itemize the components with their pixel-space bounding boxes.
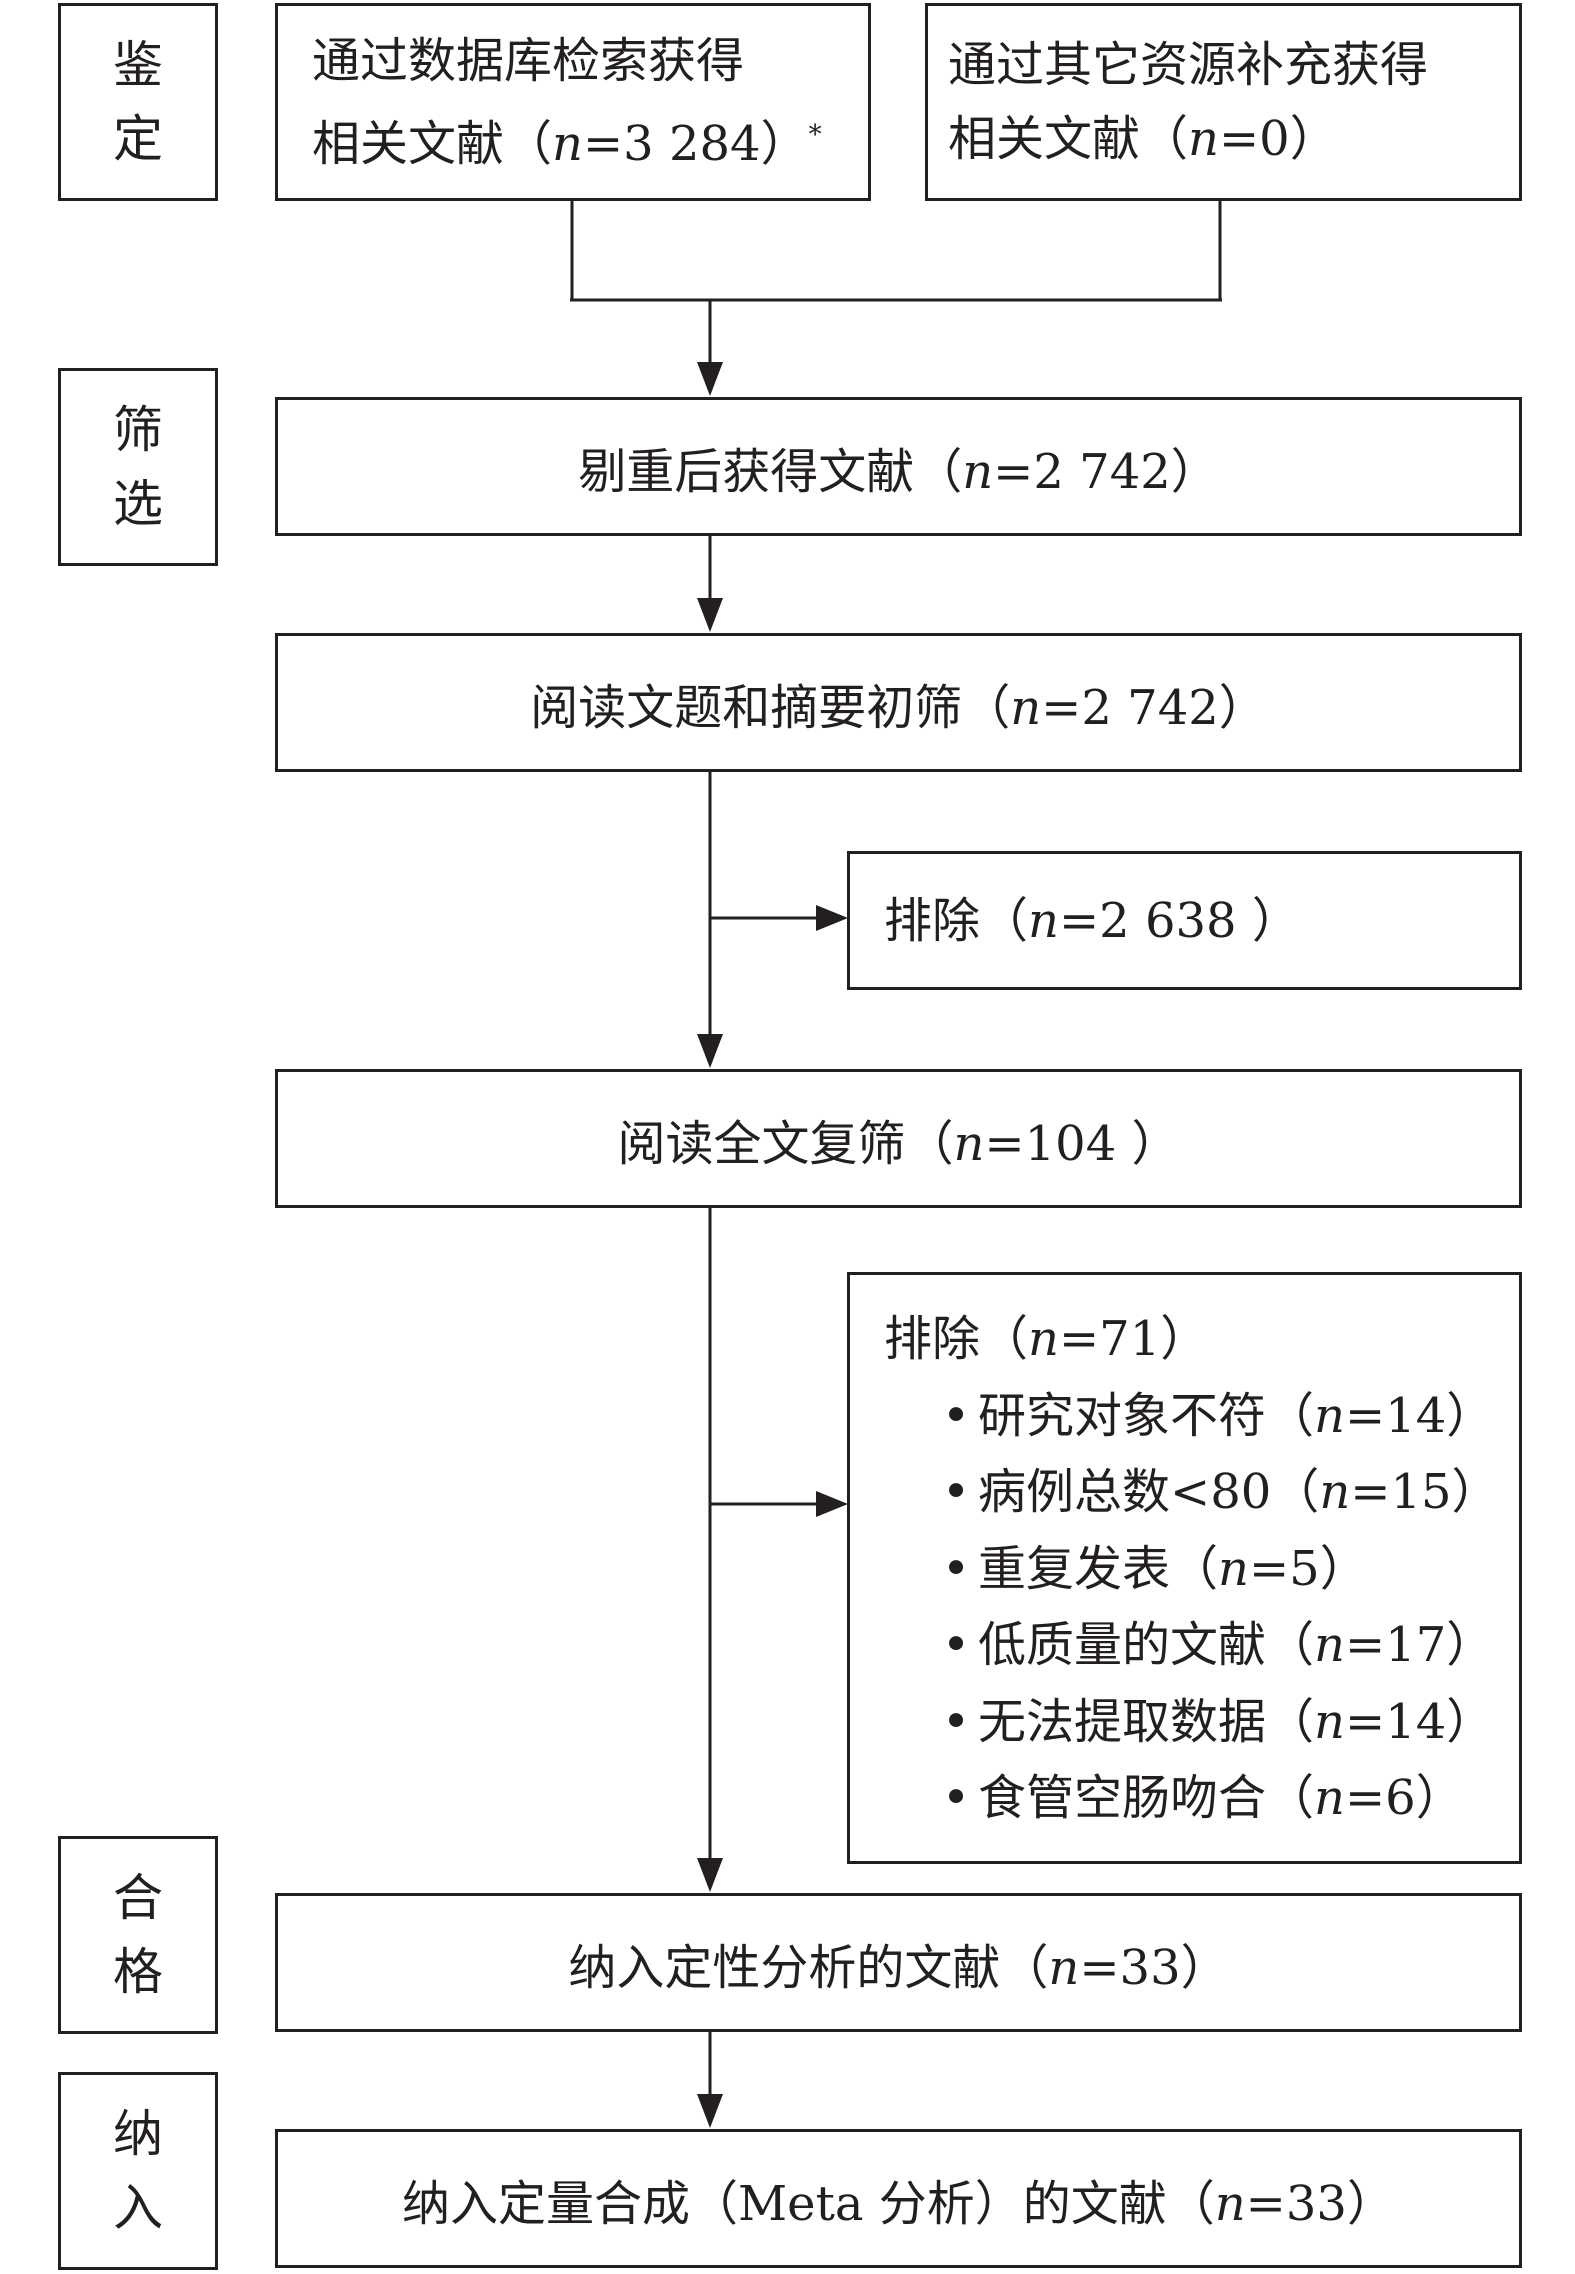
bullet-icon: • (941, 1387, 971, 1444)
excluded-2-prefix: 排除（ (884, 1311, 1029, 1367)
excluded-2-n-symbol: n (1028, 1311, 1059, 1367)
other-sources-line-1: 通过其它资源补充获得 (948, 37, 1429, 93)
database-n-symbol: n (552, 115, 583, 172)
exclusion-reason-item: •病例总数<80（n=15） (884, 1454, 1519, 1531)
excluded-1-count: =2 638 ） (1058, 892, 1300, 949)
exclusion-reason-n-symbol: n (1314, 1617, 1345, 1673)
exclusion-reason-label: 低质量的文献（ (978, 1617, 1315, 1673)
stage-identification: 鉴 定 (58, 3, 218, 201)
title-abstract-screening-box: 阅读文题和摘要初筛（n=2 742） (275, 633, 1522, 772)
stage-included-char-1: 纳 (113, 2105, 163, 2163)
qualitative-prefix: 纳入定性分析的文献（ (568, 1939, 1049, 1996)
after-dedup-count: =2 742） (993, 443, 1219, 500)
fulltext-text: 阅读全文复筛（n=104 ） (617, 1104, 1179, 1174)
excluded-2-header: 排除（n=71） (884, 1301, 1519, 1378)
stage-eligibility-char-1: 合 (113, 1869, 163, 1927)
bullet-icon: • (941, 1693, 971, 1750)
meta-count: =33） (1245, 2175, 1395, 2232)
arrowhead-meta (697, 2094, 723, 2128)
exclusion-reason-item: •食管空肠吻合（n=6） (884, 1760, 1519, 1837)
fulltext-count: =104 ） (984, 1115, 1180, 1172)
exclusion-reason-label: 食管空肠吻合（ (978, 1770, 1315, 1826)
title-abstract-n-symbol: n (1010, 679, 1042, 736)
excluded-1-text: 排除（n=2 638 ） (884, 883, 1519, 959)
fulltext-screening-box: 阅读全文复筛（n=104 ） (275, 1069, 1522, 1208)
arrowhead-qualitative (697, 1858, 723, 1892)
title-abstract-count: =2 742） (1041, 679, 1267, 736)
stage-screening-char-1: 筛 (113, 401, 163, 459)
exclusion-reason-label: 研究对象不符（ (978, 1387, 1315, 1444)
exclusion-reason-n-symbol: n (1314, 1387, 1345, 1444)
excluded-2-box: 排除（n=71） •研究对象不符（n=14） •病例总数<80（n=15） •重… (847, 1272, 1522, 1864)
exclusion-reason-count: =17） (1344, 1617, 1495, 1673)
meta-analysis-box: 纳入定量合成（Meta 分析）的文献（n=33） (275, 2129, 1522, 2268)
after-dedup-text: 剔重后获得文献（n=2 742） (578, 432, 1219, 502)
exclusion-reason-count: =6） (1344, 1770, 1464, 1826)
qualitative-n-symbol: n (1048, 1939, 1080, 1996)
exclusion-reason-item: •研究对象不符（n=14） (884, 1378, 1519, 1455)
title-abstract-prefix: 阅读文题和摘要初筛（ (530, 679, 1011, 736)
stage-identification-char-2: 定 (113, 110, 163, 168)
exclusion-reason-label: 无法提取数据（ (978, 1693, 1315, 1750)
meta-prefix: 纳入定量合成（Meta 分析）的文献（ (402, 2175, 1215, 2232)
after-dedup-box: 剔重后获得文献（n=2 742） (275, 397, 1522, 536)
excluded-2-count: =71） (1058, 1311, 1209, 1367)
database-line-2-prefix: 相关文献（ (312, 115, 553, 172)
qualitative-synthesis-box: 纳入定性分析的文献（n=33） (275, 1893, 1522, 2032)
qualitative-count: =33） (1079, 1939, 1229, 1996)
bullet-icon: • (941, 1540, 971, 1597)
stage-eligibility: 合 格 (58, 1836, 218, 2034)
excluded-1-box: 排除（n=2 638 ） (847, 851, 1522, 990)
exclusion-reason-count: =15） (1350, 1464, 1500, 1520)
database-footnote-mark: * (808, 119, 822, 150)
excluded-1-prefix: 排除（ (884, 892, 1029, 949)
exclusion-reason-item: •无法提取数据（n=14） (884, 1684, 1519, 1761)
exclusion-reason-label: 重复发表（ (978, 1540, 1219, 1597)
database-records-box: 通过数据库检索获得 相关文献（n=3 284）* (275, 3, 871, 201)
other-sources-count: =0） (1218, 111, 1338, 167)
other-sources-line-2-prefix: 相关文献（ (948, 111, 1189, 167)
bullet-icon: • (941, 1770, 971, 1826)
fulltext-prefix: 阅读全文复筛（ (617, 1115, 954, 1172)
exclusion-reason-n-symbol: n (1314, 1770, 1345, 1826)
stage-identification-char-1: 鉴 (113, 36, 163, 94)
arrowhead-dedup (697, 362, 723, 396)
stage-included-char-2: 入 (113, 2179, 163, 2237)
qualitative-text: 纳入定性分析的文献（n=33） (568, 1928, 1228, 1998)
exclusion-reason-count: =14） (1344, 1693, 1495, 1750)
exclusion-reason-label: 病例总数<80（ (978, 1464, 1320, 1520)
title-abstract-text: 阅读文题和摘要初筛（n=2 742） (530, 668, 1267, 738)
arrowhead-fulltext (697, 1034, 723, 1068)
bullet-icon: • (941, 1464, 971, 1520)
exclusion-reason-count: =14） (1344, 1387, 1495, 1444)
database-line-1: 通过数据库检索获得 (312, 32, 745, 89)
meta-n-symbol: n (1214, 2175, 1246, 2232)
exclusion-reason-n-symbol: n (1218, 1540, 1249, 1597)
after-dedup-prefix: 剔重后获得文献（ (578, 443, 963, 500)
exclusion-reason-item: •低质量的文献（n=17） (884, 1607, 1519, 1684)
stage-included: 纳 入 (58, 2072, 218, 2270)
exclusion-reason-n-symbol: n (1319, 1464, 1351, 1520)
after-dedup-n-symbol: n (962, 443, 994, 500)
fulltext-n-symbol: n (953, 1115, 985, 1172)
exclusion-reason-count: =5） (1248, 1540, 1368, 1597)
stage-screening-char-2: 选 (113, 475, 163, 533)
bullet-icon: • (941, 1617, 971, 1673)
stage-screening: 筛 选 (58, 368, 218, 566)
database-line-2: 相关文献（n=3 284）* (312, 98, 868, 181)
other-sources-box: 通过其它资源补充获得 相关文献（n=0） (925, 3, 1522, 201)
stage-eligibility-char-2: 格 (113, 1943, 163, 2001)
arrowhead-excluded-2 (816, 1491, 848, 1517)
other-sources-n-symbol: n (1188, 111, 1219, 167)
arrowhead-title-abstract (697, 598, 723, 632)
other-sources-line-2: 相关文献（n=0） (948, 102, 1519, 176)
exclusion-reason-item: •重复发表（n=5） (884, 1531, 1519, 1608)
arrowhead-excluded-1 (816, 905, 848, 931)
exclusion-reason-n-symbol: n (1314, 1693, 1345, 1750)
meta-text: 纳入定量合成（Meta 分析）的文献（n=33） (402, 2164, 1395, 2234)
excluded-1-n-symbol: n (1028, 892, 1059, 949)
database-count: =3 284） (582, 115, 809, 172)
